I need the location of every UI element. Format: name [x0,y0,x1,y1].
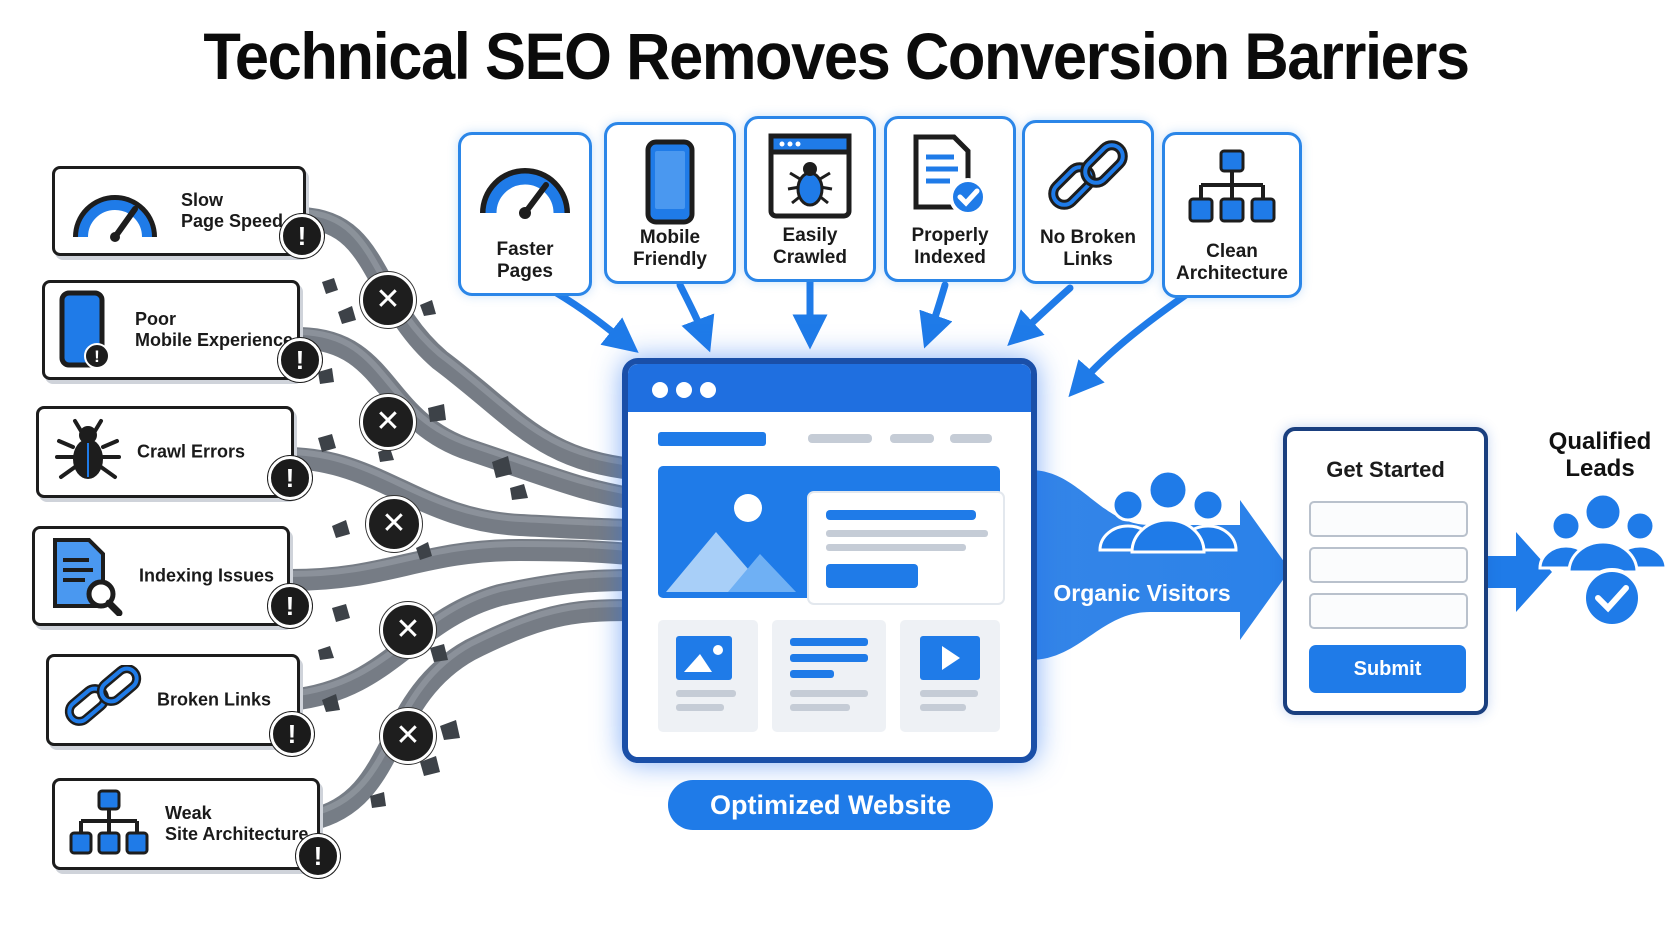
form-field[interactable] [1309,547,1468,583]
qualified-leads-icon [1538,492,1668,628]
sitemap-icon [1188,149,1276,223]
arrow-mobile-friendly [676,281,715,353]
arrow-faster-pages [551,288,639,353]
issue-weak-site-architecture: Weak Site Architecture [52,778,320,870]
benefit-label: No Broken Links [1039,227,1137,270]
warning-icon: ! [270,712,314,756]
benefit-no-broken-links: No Broken Links [1022,120,1154,284]
benefit-label: Properly Indexed [911,225,989,268]
smartphone-icon: ! [59,290,110,369]
page-title: Technical SEO Removes Conversion Barrier… [203,19,1470,93]
pipe-2 [289,327,651,511]
benefit-label: Mobile Friendly [633,227,707,270]
benefit-label: Faster Pages [496,239,554,282]
flow-arrow-leads [1488,532,1552,612]
blocked-icon: ✕ [380,602,436,658]
speedometer-icon [73,195,157,242]
benefit-faster-pages: Faster Pages [458,132,592,296]
benefit-clean-architecture: Clean Architecture [1162,132,1302,298]
pipe-1 [289,207,651,481]
blocked-icon: ✕ [360,272,416,328]
submit-button[interactable]: Submit [1309,645,1466,693]
benefit-easily-crawled: Easily Crawled [744,116,876,282]
issue-label: Crawl Errors [137,441,246,462]
blocked-icon: ✕ [366,496,422,552]
blocked-icon: ✕ [380,708,436,764]
people-icon [1098,469,1238,554]
arrow-clean-architecture [1068,288,1194,398]
document-search-icon [53,538,123,616]
chain-link-icon [1048,140,1128,210]
issue-slow-page-speed: Slow Page Speed [52,166,306,256]
benefit-label: Clean Architecture [1176,241,1288,284]
arrow-no-broken-links [1007,284,1074,346]
issue-label: Poor Mobile Experience [135,309,294,350]
form-title: Get Started [1326,457,1445,482]
issue-indexing-issues: Indexing Issues [32,526,290,626]
bug-icon [55,419,121,479]
arrow-properly-indexed [919,281,953,349]
flow-arrow-visitors [1030,470,1290,660]
benefit-mobile-friendly: Mobile Friendly [604,122,736,284]
optimized-website-label: Optimized Website [668,780,993,830]
issue-broken-links: Broken Links [46,654,300,746]
warning-icon: ! [268,584,312,628]
lead-form: Get Started Submit [1283,427,1488,715]
debris-icon [318,278,528,808]
website-mockup [628,364,1031,732]
pipe-6 [299,599,651,831]
issue-label: Slow Page Speed [181,190,284,231]
sitemap-icon [69,789,149,855]
form-field[interactable] [1309,593,1468,629]
pipe-5 [279,569,651,711]
issue-crawl-errors: Crawl Errors [36,406,294,498]
qualified-leads-label: Qualified Leads [1548,428,1652,482]
benefit-label: Easily Crawled [773,225,847,268]
pipe-3 [279,447,651,541]
smartphone-icon [645,139,695,225]
blocked-icon: ✕ [360,394,416,450]
issue-label: Broken Links [157,689,272,710]
speedometer-icon [480,168,570,219]
issue-label: Weak Site Architecture [165,803,309,844]
issue-poor-mobile-experience: ! Poor Mobile Experience [42,280,300,380]
warning-icon: ! [278,338,322,382]
warning-icon: ! [280,214,324,258]
warning-icon: ! [268,456,312,500]
benefit-properly-indexed: Properly Indexed [884,116,1016,282]
pipe-4 [279,538,651,591]
form-field[interactable] [1309,501,1468,537]
optimized-website-illustration [622,358,1037,763]
svg-text:!: ! [94,347,100,366]
warning-icon: ! [296,834,340,878]
issue-label: Indexing Issues [139,565,275,586]
organic-visitors-label: Organic Visitors [1053,580,1231,606]
broken-link-icon [64,665,142,726]
document-check-icon [913,134,987,216]
browser-bug-icon [768,133,852,219]
